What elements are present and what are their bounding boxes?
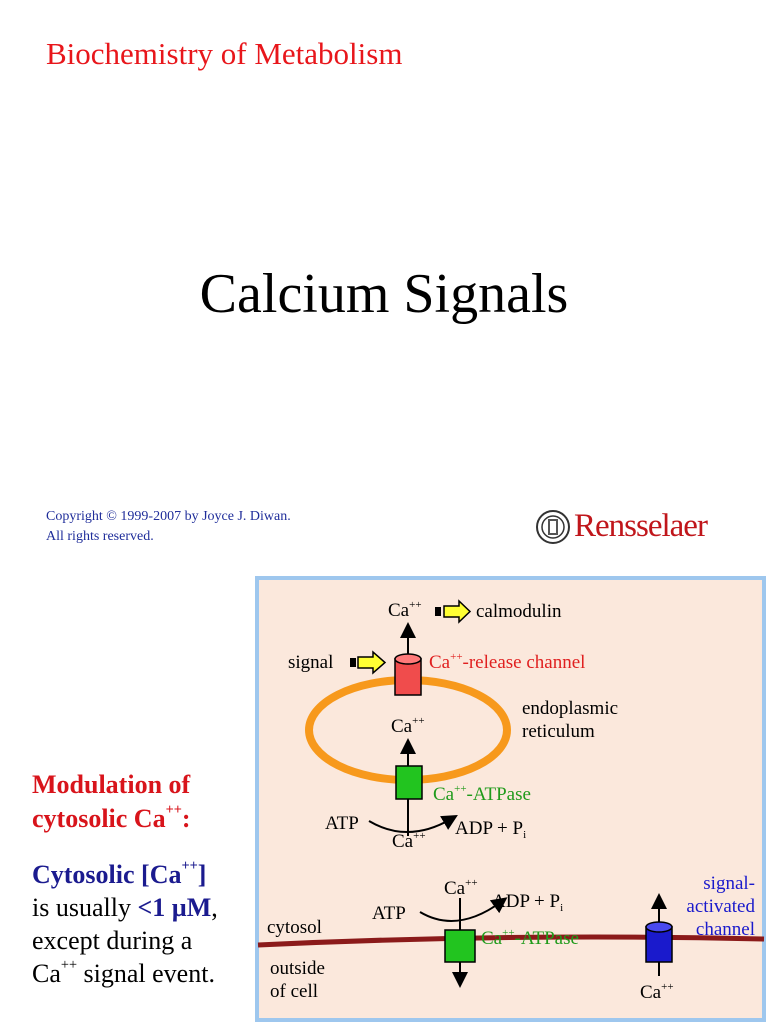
ca-release-channel — [394, 653, 422, 696]
plasma-membrane-atpase — [444, 929, 476, 963]
signal-arrow-icon — [350, 650, 387, 675]
ca-top-label: Ca++ — [388, 599, 422, 621]
seal-icon — [536, 510, 570, 544]
header-title: Biochemistry of Metabolism — [46, 36, 403, 71]
atp-label: ATP — [372, 903, 406, 924]
cytosol-label: cytosol — [267, 917, 322, 938]
signal-activated-channel — [645, 921, 673, 963]
adp-label: ADP + Pi — [455, 818, 526, 841]
logo-wordmark: Rensselaer — [574, 508, 708, 544]
adp-label: ADP + Pi — [492, 891, 563, 914]
release-channel-label: Ca++-release channel — [429, 651, 585, 673]
body-line-4: Ca++ signal event. — [32, 957, 215, 988]
atp-conversion-arrow — [368, 814, 458, 833]
signal-label: signal — [288, 652, 333, 673]
er-atpase — [395, 765, 423, 800]
body-line-3: except during a — [32, 926, 193, 955]
er-atpase-label: Ca++-ATPase — [433, 783, 531, 805]
ca-cytosol-label: Ca++ — [392, 830, 426, 852]
plasma-membrane — [257, 934, 765, 948]
copyright-line: Copyright © 1999-2007 by Joyce J. Diwan. — [46, 509, 291, 524]
atp-conversion-arrow — [419, 897, 508, 922]
ca-pmca-label: Ca++ — [444, 877, 478, 899]
side-body: Cytosolic [Ca++] is usually <1 µM, excep… — [32, 858, 218, 990]
rensselaer-logo: Rensselaer — [536, 508, 736, 552]
pm-atpase-label: Ca++-ATPase — [481, 927, 579, 949]
heading-line-2: cytosolic Ca++: — [32, 802, 191, 833]
calcium-signaling-diagram: Ca++ calmodulin signal Ca++-release chan… — [255, 576, 766, 1022]
diagram-panel — [255, 576, 766, 1022]
body-line-2: is usually <1 µM, — [32, 893, 218, 922]
heading-line-1: Modulation of — [32, 770, 191, 799]
rights-line: All rights reserved. — [46, 529, 154, 544]
ca-er-label: Ca++ — [391, 715, 425, 737]
atp-label: ATP — [325, 813, 359, 834]
calmodulin-label: calmodulin — [476, 601, 562, 622]
copyright-notice: Copyright © 1999-2007 by Joyce J. Diwan.… — [46, 507, 291, 547]
body-line-1: Cytosolic [Ca++] — [32, 858, 207, 889]
ca-outside-label: Ca++ — [640, 981, 674, 1003]
signal-arrow-icon — [435, 599, 472, 624]
slide-title: Calcium Signals — [199, 263, 569, 325]
side-heading: Modulation of cytosolic Ca++: — [32, 768, 191, 836]
